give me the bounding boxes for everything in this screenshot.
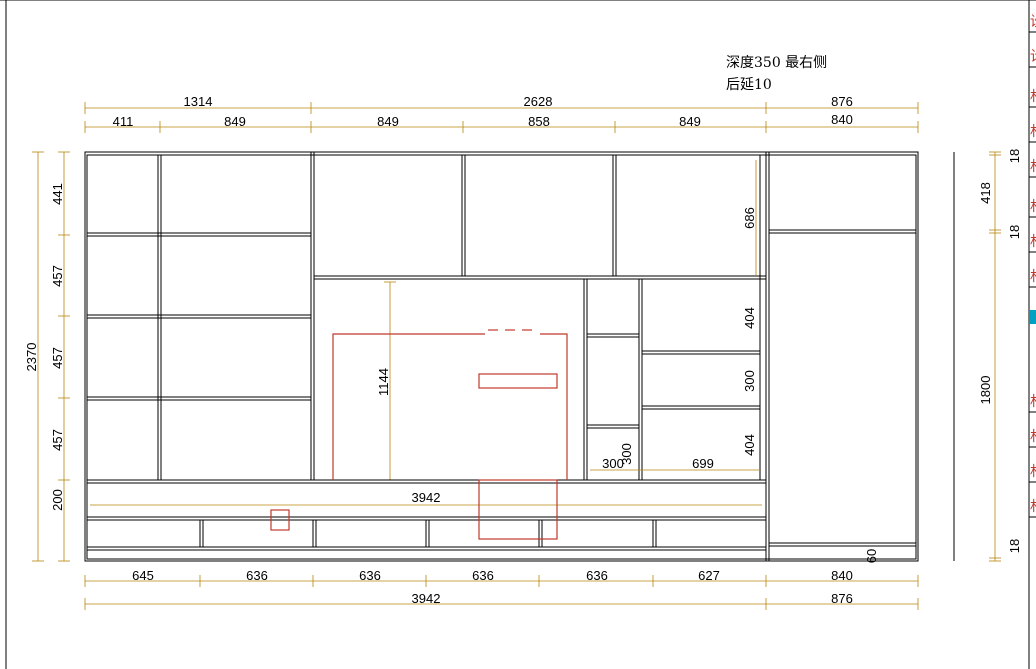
dim-699: 699 xyxy=(692,456,714,471)
legend-char: 材 xyxy=(1030,394,1036,410)
extension-note: 后延10 xyxy=(726,77,772,93)
dim-left-457-c: 457 xyxy=(50,429,65,451)
dim-bottom-636-d: 636 xyxy=(586,568,608,583)
legend-char: 材 xyxy=(1030,124,1036,140)
middle-right-shelves xyxy=(587,279,760,480)
dim-bottom-636-a: 636 xyxy=(246,568,268,583)
dim-top-849-a: 849 xyxy=(224,114,246,129)
dim-left-200: 200 xyxy=(50,489,65,511)
bottom-dimension-row-1: 645 636 636 636 636 627 840 xyxy=(84,568,919,587)
legend-char: 材 xyxy=(1030,464,1036,480)
cabinet-outline xyxy=(84,151,919,562)
left-dimension-parts: 441 457 457 457 200 xyxy=(50,151,70,562)
dim-small-height-300: 300 xyxy=(619,443,634,465)
dim-top-849-b: 849 xyxy=(377,114,399,129)
tv-area: 1144 xyxy=(376,279,588,480)
dim-top-849-c: 849 xyxy=(679,114,701,129)
dim-left-457-b: 457 xyxy=(50,347,65,369)
dim-tv-1144: 1144 xyxy=(376,368,391,396)
dim-bottom-840: 840 xyxy=(831,568,853,583)
dim-bottom-3942: 3942 xyxy=(412,591,441,606)
dim-300: 300 xyxy=(742,370,757,392)
dim-bottom-627: 627 xyxy=(698,568,720,583)
dim-bottom-636-b: 636 xyxy=(359,568,381,583)
dim-right-18-a: 18 xyxy=(1007,149,1022,163)
dim-top-1314: 1314 xyxy=(184,94,213,109)
dim-top-858: 858 xyxy=(528,114,550,129)
top-dimension-row-1: 1314 2628 876 xyxy=(84,94,919,114)
dim-top-876: 876 xyxy=(831,94,853,109)
dim-small-width-300: 300 xyxy=(602,456,624,471)
dim-686: 686 xyxy=(742,207,757,229)
dim-bottom-876: 876 xyxy=(831,591,853,606)
dim-base-3942: 3942 xyxy=(412,490,441,505)
legend-char: 材 xyxy=(1030,199,1036,215)
bottom-dimension-row-2: 3942 876 xyxy=(84,591,919,610)
tv-markup xyxy=(270,329,568,540)
dim-404-a: 404 xyxy=(742,307,757,329)
right-tall-cabinet: 60 xyxy=(769,229,916,563)
dim-right-1800: 1800 xyxy=(978,376,993,405)
legend-char: 材 xyxy=(1030,234,1036,250)
dim-left-441: 441 xyxy=(50,183,65,205)
legend-char: 材 xyxy=(1030,159,1036,175)
inner-dimensions: 686 404 300 404 300 300 699 xyxy=(590,160,760,471)
depth-note: 深度350 最右侧 xyxy=(726,55,827,71)
dim-top-840: 840 xyxy=(831,112,853,127)
dim-left-2370: 2370 xyxy=(24,343,39,372)
dim-left-457-a: 457 xyxy=(50,265,65,287)
dim-bottom-636-c: 636 xyxy=(472,568,494,583)
right-dimension-lines: 18 418 18 1800 18 xyxy=(953,149,1022,562)
dim-top-2628: 2628 xyxy=(524,94,553,109)
legend-char: 材 xyxy=(1030,429,1036,445)
dim-bottom-645: 645 xyxy=(132,568,154,583)
top-dimension-row-2: 411 849 849 858 849 840 xyxy=(84,112,919,133)
dim-top-411: 411 xyxy=(113,114,134,129)
dim-right-18-c: 18 xyxy=(1007,539,1022,553)
left-shelf-unit xyxy=(87,155,311,480)
legend-char: 材 xyxy=(1030,499,1036,515)
legend-table: 设计材材材材材材材材材材 xyxy=(1028,0,1036,669)
base-counter: 3942 xyxy=(87,479,766,551)
legend-accent-mark xyxy=(1029,310,1036,324)
dim-right-418: 418 xyxy=(978,182,993,204)
legend-char: 设 xyxy=(1030,14,1036,30)
legend-char: 材 xyxy=(1030,269,1036,285)
legend-char: 材 xyxy=(1030,89,1036,105)
dim-404-b: 404 xyxy=(742,434,757,456)
middle-upper-cabinets xyxy=(314,155,766,480)
left-dimension-total: 2370 xyxy=(24,151,44,562)
dim-plinth-60: 60 xyxy=(864,549,879,563)
legend-char: 计 xyxy=(1030,49,1036,65)
dim-right-18-b: 18 xyxy=(1007,225,1022,239)
